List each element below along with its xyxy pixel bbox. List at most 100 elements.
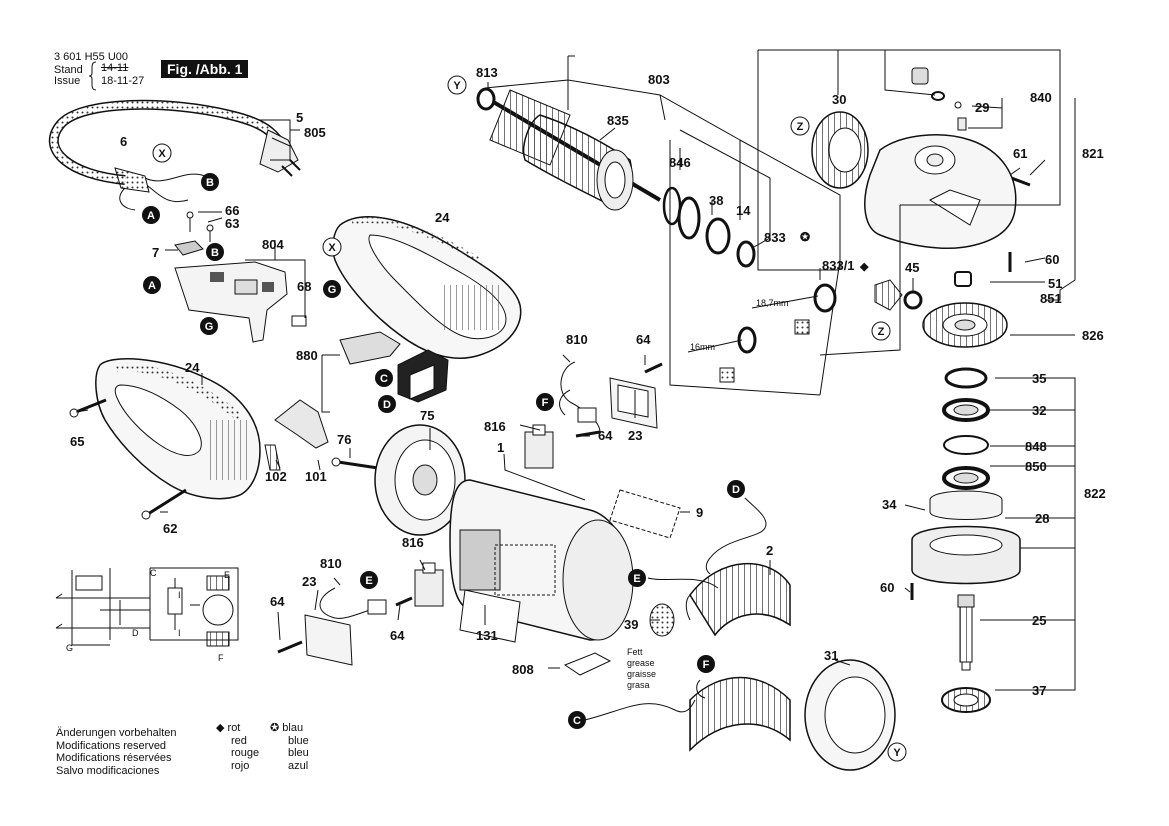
dimension-18-7: [751, 295, 819, 309]
callout-f-letter: F: [542, 397, 549, 409]
part-label-38: 38: [709, 193, 723, 208]
schematic-label-e: E: [224, 570, 230, 580]
part-label-805: 805: [304, 125, 326, 140]
part-label-880: 880: [296, 348, 318, 363]
callout-b-letter: B: [206, 177, 214, 189]
callout-f-brush: F: [536, 393, 554, 411]
part-label-30: 30: [832, 92, 846, 107]
callout-x-handle: X: [322, 237, 342, 257]
part-label-39: 39: [624, 617, 638, 632]
grease-note-fr: graisse: [627, 669, 656, 679]
part-label-65: 65: [70, 434, 84, 449]
part-label-62: 62: [163, 521, 177, 536]
end-cover: [804, 659, 896, 771]
callout-f-coil: F: [697, 655, 715, 673]
dim-18-7-label: 18,7mm: [756, 298, 789, 308]
red-legend: ◆ rot red rouge rojo: [216, 722, 259, 772]
part-label-822: 822: [1084, 486, 1106, 501]
part-label-60-lower: 60: [880, 580, 894, 595]
electronic-module: [339, 331, 449, 403]
callout-a-cord: A: [142, 206, 160, 224]
schematic-label-i2: I: [178, 628, 181, 638]
part-label-816-lower: 816: [402, 535, 424, 550]
gear-housing: [864, 134, 1017, 250]
callout-g2-letter: G: [328, 284, 337, 296]
cover-plate-upper: [609, 377, 658, 429]
callout-d-housing: D: [727, 480, 745, 498]
blue-star-833: ✪: [800, 230, 811, 244]
part-label-808: 808: [512, 662, 534, 677]
part-label-9: 9: [696, 505, 703, 520]
fan: [374, 424, 466, 536]
part-label-833-1: 833/1: [822, 258, 855, 273]
part-label-29: 29: [975, 100, 989, 115]
schematic-label-f: F: [218, 653, 224, 663]
part-label-31: 31: [824, 648, 838, 663]
part-label-25: 25: [1032, 613, 1046, 628]
callout-b-switch: B: [206, 243, 224, 261]
bearing-flange-stack: [911, 367, 1021, 585]
part-label-848: 848: [1025, 439, 1047, 454]
part-label-810-lower: 810: [320, 556, 342, 571]
modifications-fr: Modifications réservées: [56, 752, 172, 764]
modifications-de: Änderungen vorbehalten: [56, 727, 177, 739]
trigger-parts: [264, 399, 329, 471]
callout-g-letter: G: [205, 321, 214, 333]
callout-g-switch: G: [200, 317, 218, 335]
modifications-es: Salvo modificaciones: [56, 764, 160, 777]
pinion: [874, 279, 923, 311]
part-label-64-mid: 64: [598, 428, 613, 443]
wiring-schematic: [55, 567, 239, 647]
part-label-14: 14: [736, 203, 751, 218]
callout-y-letter: Y: [453, 80, 461, 92]
bevel-gear-large: [922, 302, 1008, 348]
callout-y2-letter: Y: [893, 747, 901, 759]
grease-note-es: grasa: [627, 680, 650, 690]
part-label-850: 850: [1025, 459, 1047, 474]
modifications-en: Modifications reserved: [56, 739, 167, 752]
document-number: 3 601 H55 U00: [54, 51, 128, 63]
callout-z-bearing: Z: [871, 321, 891, 341]
callout-c2-letter: C: [573, 715, 581, 727]
schematic-label-c: C: [150, 568, 157, 578]
callout-f2-letter: F: [703, 659, 710, 671]
part-label-76: 76: [337, 432, 351, 447]
part-label-851: 851: [1040, 291, 1062, 306]
blue-es: azul: [288, 759, 309, 772]
power-cord: [48, 99, 301, 211]
part-label-34: 34: [882, 497, 897, 512]
grease-note-en: grease: [627, 658, 655, 668]
screws: [69, 168, 1031, 654]
red-diamond-icon: ◆: [216, 722, 225, 734]
callout-d-module: D: [378, 395, 396, 413]
blue-en: blue: [288, 734, 309, 747]
part-label-66: 66: [225, 203, 239, 218]
part-label-64-left: 64: [270, 594, 285, 609]
callout-a2-letter: A: [148, 280, 156, 292]
part-label-840: 840: [1030, 90, 1052, 105]
callout-d-letter: D: [383, 399, 391, 411]
schematic-label-i1: I: [178, 590, 181, 600]
part-label-5: 5: [296, 110, 303, 125]
blue-fr: bleu: [288, 747, 309, 759]
part-label-32: 32: [1032, 403, 1046, 418]
blue-legend: ✪ blau blue bleu azul: [270, 722, 309, 772]
callout-d2-letter: D: [732, 484, 740, 496]
spindle: [957, 594, 975, 671]
part-label-2: 2: [766, 543, 773, 558]
callout-x-letter: X: [158, 148, 166, 160]
part-label-821: 821: [1082, 146, 1104, 161]
leader-lines: [75, 49, 1076, 691]
callout-b-cord: B: [201, 173, 219, 191]
callout-e2-letter: E: [365, 575, 372, 587]
red-en: red: [231, 734, 247, 747]
part-label-24-lower: 24: [185, 360, 200, 375]
part-label-835: 835: [607, 113, 629, 128]
callout-z-letter: Z: [797, 121, 804, 133]
part-label-813: 813: [476, 65, 498, 80]
part-label-51: 51: [1048, 276, 1062, 291]
callout-c-letter: C: [380, 373, 388, 385]
callout-e-letter: E: [633, 573, 640, 585]
red-es: rojo: [231, 759, 250, 772]
